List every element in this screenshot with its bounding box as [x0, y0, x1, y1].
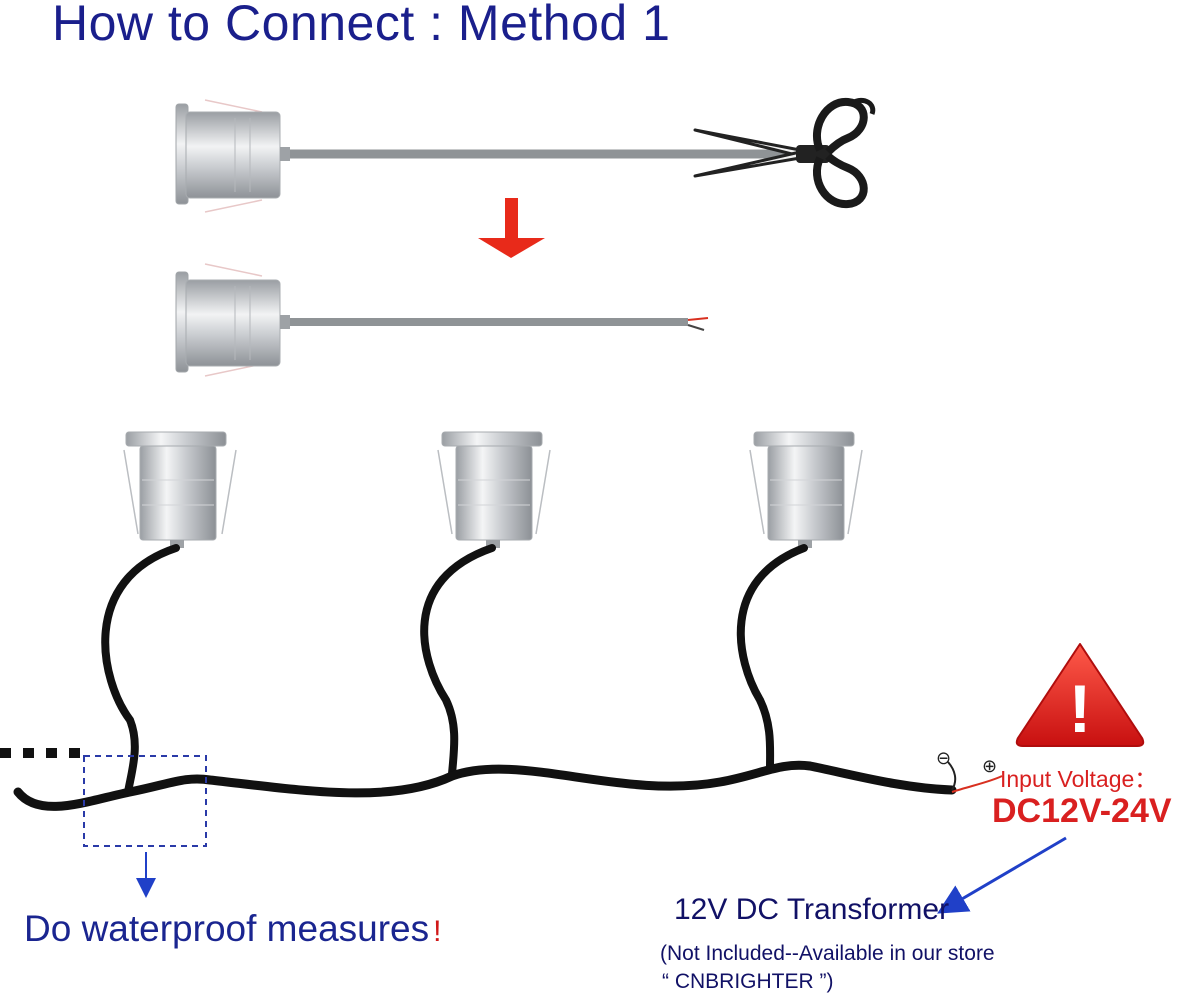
waterproof-text: Do waterproof measures: [24, 908, 430, 949]
transformer-title: 12V DC Transformer: [674, 893, 950, 926]
waterproof-exclamation: !: [433, 915, 442, 948]
power-leads: [947, 761, 1003, 793]
stripped-cable: [290, 317, 709, 331]
input-voltage-value: DC12V-24V: [992, 792, 1172, 830]
drop-cable-2: [420, 544, 496, 778]
drop-cable-3: [736, 544, 808, 772]
light-side-view-top: [175, 99, 290, 213]
drop-cable-1: [101, 544, 180, 796]
page-title: How to Connect : Method 1: [52, 0, 671, 51]
minus-symbol: ⊖: [936, 748, 951, 769]
input-voltage-label: Input Voltage：: [1000, 766, 1158, 792]
scissors-icon: [693, 97, 876, 209]
main-cable: [13, 760, 957, 811]
transformer-note-line2: “ CNBRIGHTER ”): [662, 970, 834, 993]
waterproof-note: Do waterproof measures!: [24, 908, 441, 950]
dotted-continuation: [0, 748, 80, 758]
light-side-view-bottom: [175, 263, 290, 377]
light-front-3: [749, 431, 863, 548]
warning-mark: !: [1069, 671, 1092, 747]
transformer-note-line1: (Not Included--Available in our store: [660, 942, 995, 965]
pointer-arrow-icon: [937, 836, 1067, 914]
light-front-1: [123, 431, 237, 548]
warning-triangle-icon: !: [1015, 643, 1145, 747]
down-arrow-icon: [478, 198, 545, 258]
waterproof-box: [83, 755, 207, 847]
light-front-2: [437, 431, 551, 548]
plus-symbol: ⊕: [982, 756, 997, 777]
